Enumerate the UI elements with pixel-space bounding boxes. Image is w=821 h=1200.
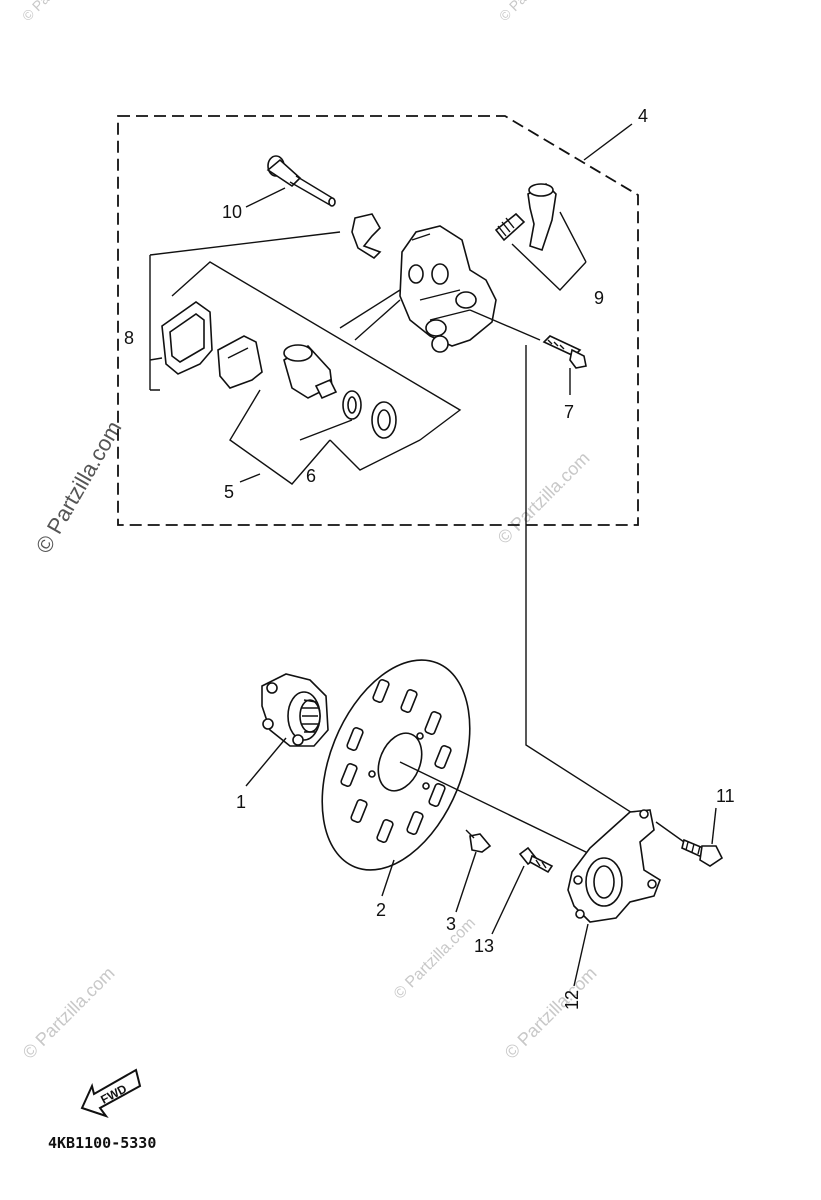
brake-pad-set-8: [161, 301, 263, 389]
callout-9: 9: [594, 288, 604, 308]
bracket-bolt-11: [681, 838, 724, 867]
callout-10: 10: [222, 202, 242, 222]
piston-5: [283, 344, 338, 400]
caliper-bracket-12: [567, 809, 661, 923]
callout-12: 12: [562, 990, 582, 1010]
callout-1: 1: [236, 792, 246, 812]
watermark-main: © Partzilla.com: [31, 417, 127, 558]
watermark-top-left: © Partzilla.com: [19, 0, 97, 24]
disc-bolt-3: [465, 829, 492, 853]
watermark-center: © Partzilla.com: [391, 915, 479, 1003]
callout-4: 4: [638, 106, 648, 126]
watermark-mid-right: © Partzilla.com: [494, 448, 594, 548]
callout-7: 7: [564, 402, 574, 422]
diagram-code: 4KB1100-5330: [48, 1134, 156, 1152]
callout-5: 5: [224, 482, 234, 502]
callout-11: 11: [716, 786, 735, 806]
watermark-lower-right: © Partzilla.com: [501, 963, 601, 1063]
caliper-body: [399, 225, 497, 353]
watermarks: © Partzilla.com © Partzilla.com © Partzi…: [19, 0, 601, 1063]
caliper-assembly-boundary: [117, 115, 639, 526]
watermark-lower-left: © Partzilla.com: [19, 963, 119, 1063]
bleed-screw-9: [494, 183, 557, 252]
callout-6: 6: [306, 466, 316, 486]
pin-bolt-10: [266, 155, 336, 207]
callout-8: 8: [124, 328, 134, 348]
callout-3: 3: [446, 914, 456, 934]
callout-2: 2: [376, 900, 386, 920]
watermark-top-center: © Partzilla.com: [496, 0, 574, 24]
brake-disc-2: [321, 659, 471, 871]
bracket-bolt-13: [518, 846, 554, 874]
caliper-bolt-7: [542, 335, 587, 369]
forward-arrow-icon: FWD: [80, 1068, 142, 1118]
hub-1: [261, 673, 329, 747]
seal-kit-6: [342, 390, 397, 439]
callout-13: 13: [474, 936, 494, 956]
